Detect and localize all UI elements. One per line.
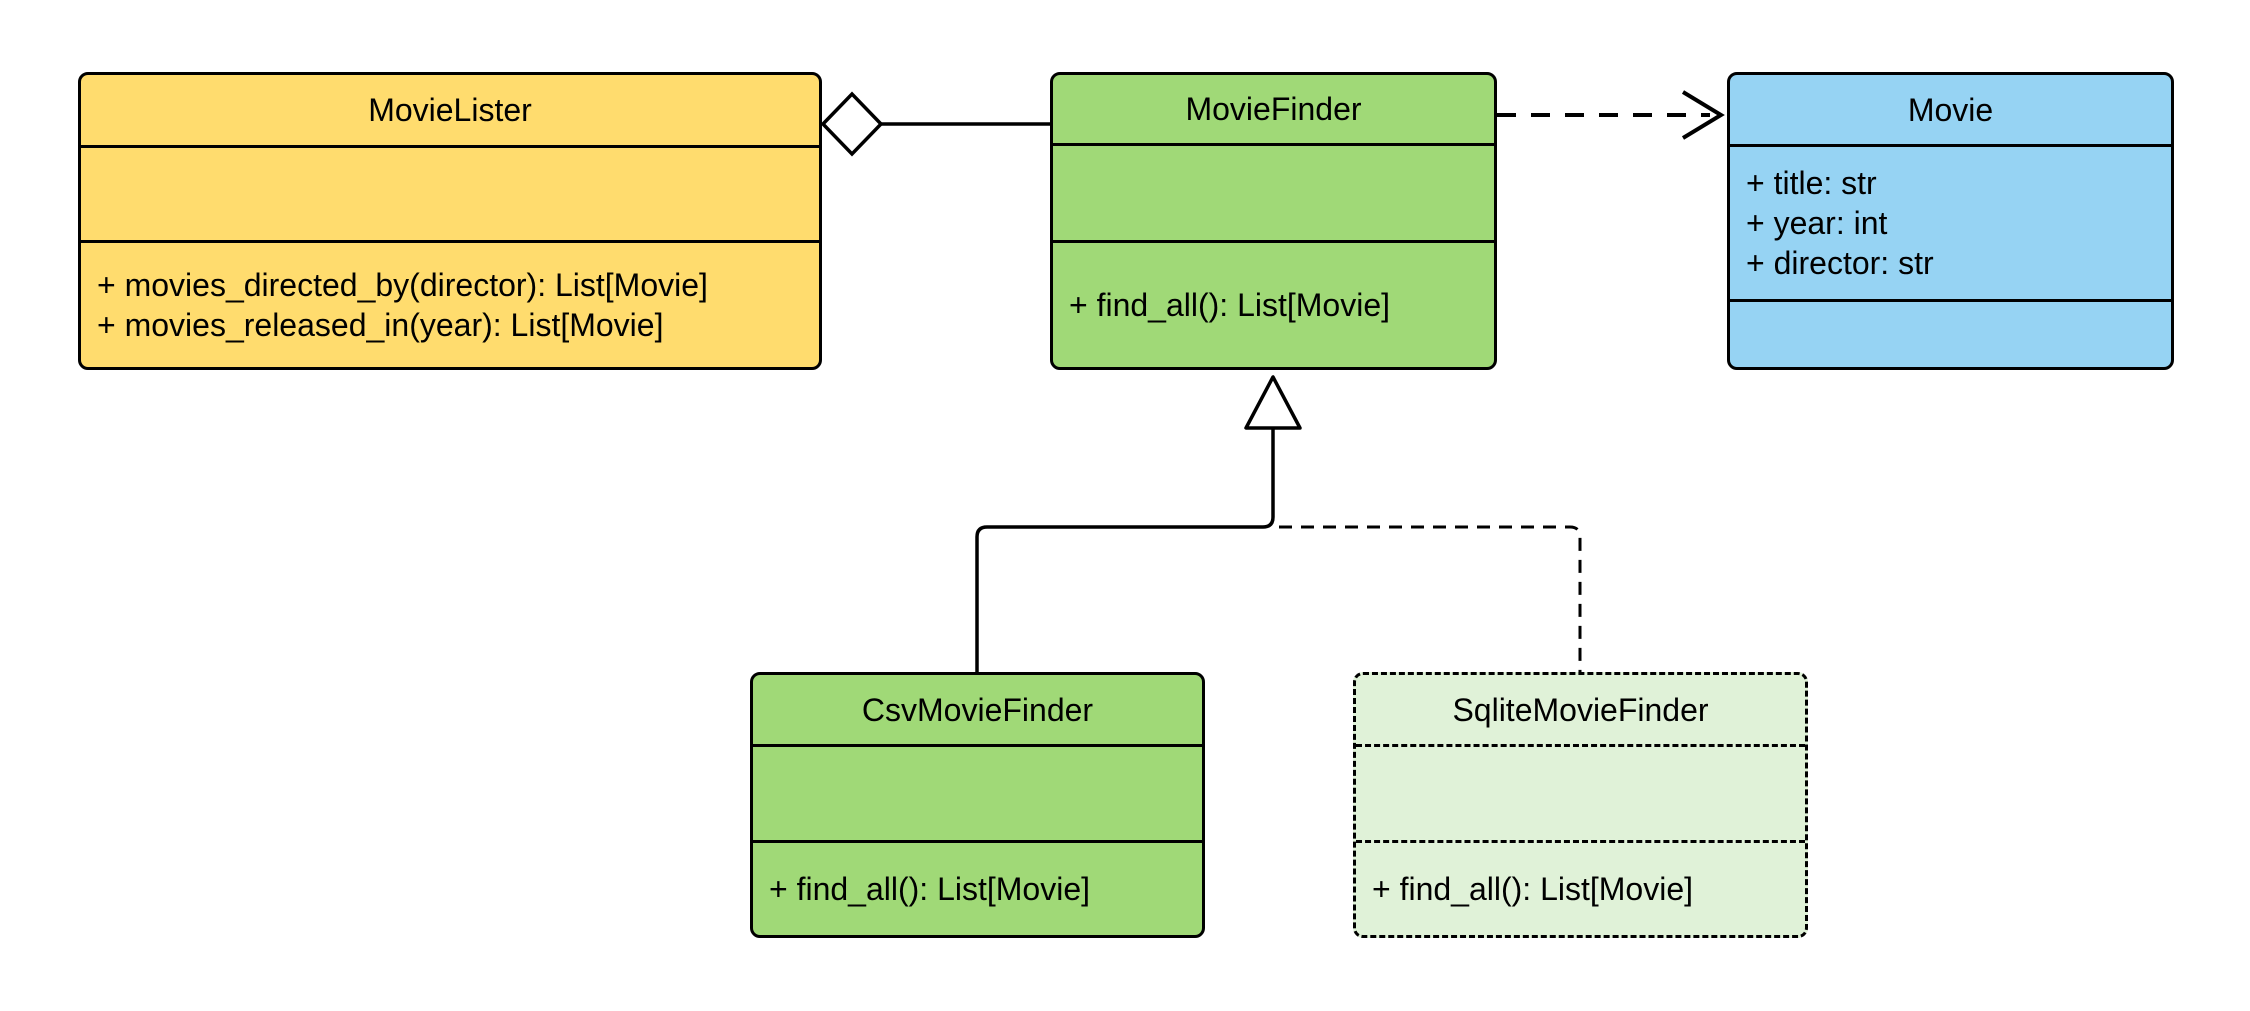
generalization-connector-sqlite <box>1279 525 1582 672</box>
attributes-compartment <box>81 145 819 240</box>
member-line: + movies_released_in(year): List[Movie] <box>97 307 664 343</box>
dependency-arrowhead-icon <box>1681 90 1725 140</box>
attributes-compartment <box>753 744 1202 840</box>
generalization-triangle-icon <box>1244 375 1302 430</box>
class-title: MovieLister <box>368 92 532 128</box>
member-line: + director: str <box>1746 245 1934 281</box>
class-box-moviefinder: MovieFinder + find_all(): List[Movie] <box>1050 72 1497 370</box>
class-box-sqlitemoviefinder: SqliteMovieFinder + find_all(): List[Mov… <box>1353 672 1808 938</box>
class-title: MovieFinder <box>1185 91 1362 127</box>
methods-compartment: + movies_directed_by(director): List[Mov… <box>81 240 819 367</box>
methods-compartment <box>1730 299 2171 367</box>
class-box-movie: Movie + title: str + year: int + director:… <box>1727 72 2174 370</box>
class-box-csvmoviefinder: CsvMovieFinder + find_all(): List[Movie] <box>750 672 1205 938</box>
aggregation-connector <box>820 91 1050 157</box>
class-title: CsvMovieFinder <box>861 691 1094 728</box>
generalization-connector-csv <box>975 428 1275 672</box>
member-line: + year: int <box>1746 205 1888 241</box>
generalization-connectors <box>975 375 1582 672</box>
member-line: + find_all(): List[Movie] <box>1372 871 1694 907</box>
dependency-connector <box>1497 90 1725 140</box>
class-title: Movie <box>1907 91 1994 128</box>
member-line: + movies_directed_by(director): List[Mov… <box>97 267 708 303</box>
attributes-compartment: + title: str + year: int + director: str <box>1730 144 2171 299</box>
member-line: + find_all(): List[Movie] <box>1069 287 1391 323</box>
member-line: + title: str <box>1746 165 1877 201</box>
attributes-compartment <box>1053 143 1494 240</box>
aggregation-diamond-icon <box>820 91 884 157</box>
methods-compartment: + find_all(): List[Movie] <box>1053 240 1494 367</box>
methods-compartment: + find_all(): List[Movie] <box>753 840 1202 935</box>
class-box-movielister: MovieLister + movies_directed_by(directo… <box>78 72 822 370</box>
member-line: + find_all(): List[Movie] <box>769 871 1091 907</box>
class-title: SqliteMovieFinder <box>1452 691 1709 728</box>
methods-compartment: + find_all(): List[Movie] <box>1356 840 1805 935</box>
attributes-compartment <box>1356 744 1805 840</box>
